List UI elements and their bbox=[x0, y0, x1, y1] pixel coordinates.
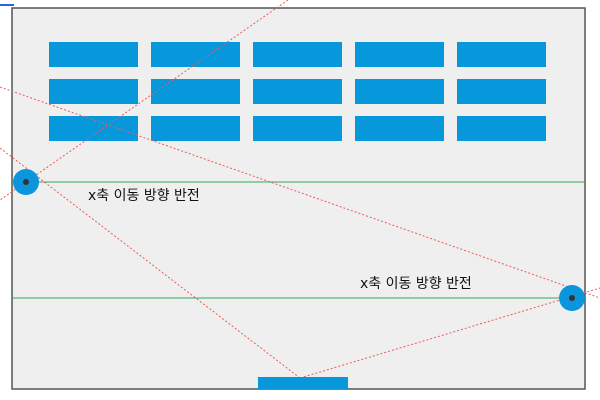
ball-center-dot bbox=[569, 295, 575, 301]
playfield bbox=[11, 7, 586, 390]
brick bbox=[355, 42, 444, 67]
brick bbox=[457, 79, 546, 104]
brick bbox=[151, 79, 240, 104]
brick bbox=[457, 116, 546, 141]
bounce-label-left: x축 이동 방향 반전 bbox=[88, 188, 200, 204]
brick bbox=[253, 42, 342, 67]
bounce-label-right: x축 이동 방향 반전 bbox=[360, 276, 472, 292]
brick bbox=[355, 116, 444, 141]
brick bbox=[355, 79, 444, 104]
paddle[interactable] bbox=[258, 377, 348, 389]
brick bbox=[49, 79, 138, 104]
brick bbox=[253, 116, 342, 141]
trajectory-line bbox=[0, 147, 301, 379]
trajectory-line bbox=[299, 287, 600, 379]
brick bbox=[151, 116, 240, 141]
trajectory-line bbox=[0, 0, 289, 201]
brick bbox=[253, 79, 342, 104]
brick bbox=[49, 116, 138, 141]
brick bbox=[457, 42, 546, 67]
link-underline-icon[interactable] bbox=[0, 0, 14, 6]
brick bbox=[151, 42, 240, 67]
brick bbox=[49, 42, 138, 67]
brick-grid bbox=[49, 42, 546, 141]
ball-center-dot bbox=[23, 179, 29, 185]
